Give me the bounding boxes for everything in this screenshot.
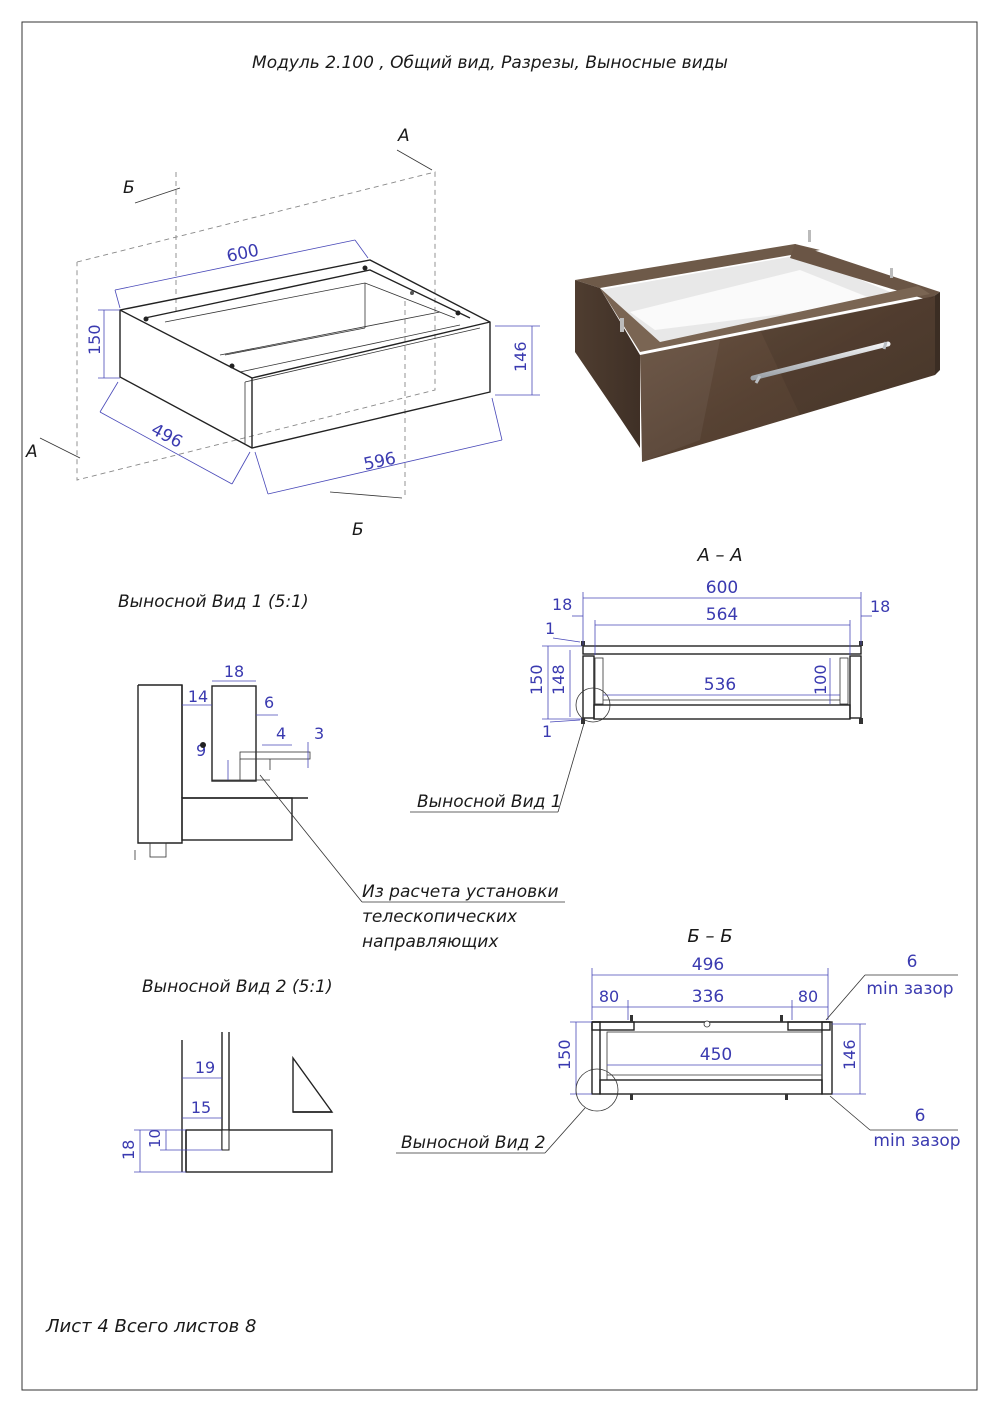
- drawer-module-3d-render: [575, 230, 940, 462]
- d1-note-line2: телескопических: [362, 907, 518, 927]
- bb-dim-middle: 336: [692, 987, 724, 1007]
- aa-dim-top-gap: 1: [545, 619, 555, 638]
- aa-dim-bottom-gap: 1: [542, 722, 552, 741]
- aa-dim-total: 600: [706, 578, 738, 598]
- bb-dim-total: 496: [692, 955, 724, 975]
- sheet-frame: [21, 21, 978, 1391]
- d2-dim-15: 15: [191, 1098, 211, 1117]
- sheet-footer: Лист 4 Всего листов 8: [45, 1316, 256, 1337]
- aa-dim-inner: 564: [706, 605, 738, 625]
- aa-dim-bottom-width: 536: [704, 675, 736, 695]
- bb-dim-height: 150: [555, 1039, 574, 1070]
- iso-dim-front-height: 146: [511, 341, 530, 372]
- detail-view-2: Выносной Вид 2 (5:1) 19 15 18 10: [119, 977, 334, 1173]
- section-b-mark-bottom: Б: [352, 520, 364, 540]
- aa-callout-label: Выносной Вид 1: [417, 792, 562, 812]
- isometric-view: А А Б Б 600 150: [25, 126, 540, 540]
- iso-dim-height: 150: [85, 324, 104, 355]
- bb-dim-front-height: 146: [840, 1039, 859, 1070]
- d2-dim-18: 18: [119, 1140, 138, 1160]
- bb-callout-label: Выносной Вид 2: [401, 1133, 546, 1153]
- aa-dim-inner-height: 148: [549, 664, 568, 695]
- page-title: Модуль 2.100 , Общий вид, Разрезы, Вынос…: [252, 53, 728, 73]
- section-b-mark-top: Б: [123, 178, 135, 198]
- d1-note-line1: Из расчета установки: [362, 882, 559, 902]
- bb-gap-bottom-text: min зазор: [873, 1131, 960, 1151]
- bb-gap-top-value: 6: [907, 952, 918, 972]
- section-a-mark-left: А: [25, 442, 38, 462]
- detail2-label: Выносной Вид 2 (5:1): [142, 977, 333, 997]
- d1-dim-9: 9: [196, 741, 206, 760]
- d1-dim-18: 18: [224, 662, 244, 681]
- d1-note-line3: направляющих: [362, 932, 499, 952]
- detail1-label: Выносной Вид 1 (5:1): [118, 592, 309, 612]
- iso-dim-width: 600: [225, 241, 261, 267]
- d1-dim-3: 3: [314, 724, 324, 743]
- aa-dim-left-side: 18: [552, 595, 572, 614]
- bb-gap-top-text: min зазор: [866, 979, 953, 999]
- bb-dim-left: 80: [599, 987, 619, 1006]
- d1-dim-14: 14: [188, 687, 208, 706]
- iso-dim-front-width: 596: [362, 449, 398, 475]
- section-aa-label: А – А: [696, 545, 742, 566]
- bb-dim-bottom-width: 450: [700, 1045, 732, 1065]
- d2-dim-19: 19: [195, 1058, 215, 1077]
- iso-dim-depth: 496: [148, 420, 186, 453]
- d1-dim-6: 6: [264, 693, 274, 712]
- detail-view-1: Выносной Вид 1 (5:1) 18 14 6 4 3 9: [118, 592, 565, 952]
- aa-dim-height: 150: [527, 664, 546, 695]
- section-bb-label: Б – Б: [687, 926, 732, 947]
- d1-dim-4: 4: [276, 724, 286, 743]
- d2-dim-10: 10: [146, 1129, 164, 1148]
- bb-dim-right: 80: [798, 987, 818, 1006]
- aa-dim-side-height: 100: [811, 664, 830, 695]
- section-aa: А – А 600 564 18 18 1 1: [410, 545, 890, 813]
- aa-dim-right-side: 18: [870, 597, 890, 616]
- section-a-mark-top: А: [397, 126, 410, 146]
- section-bb: Б – Б 496 80 336 80 450: [396, 926, 961, 1154]
- bb-gap-bottom-value: 6: [915, 1106, 926, 1126]
